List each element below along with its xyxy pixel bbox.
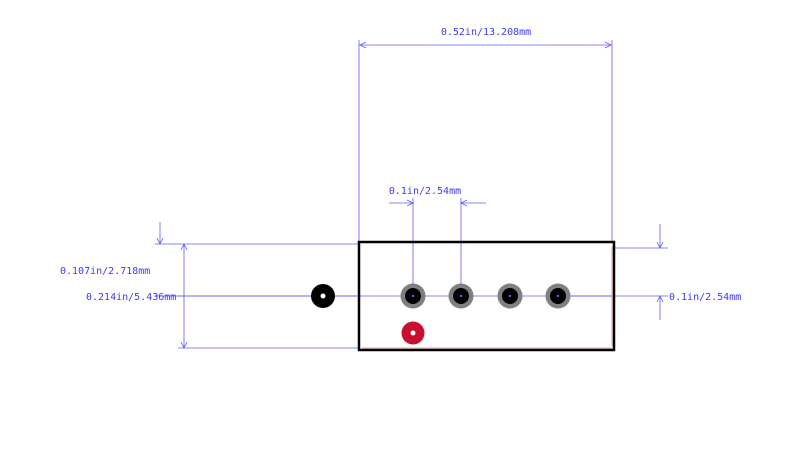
pad-3 [497, 283, 523, 309]
pad-4 [545, 283, 571, 309]
component-outline [357, 240, 616, 352]
pad-2 [448, 283, 474, 309]
pitch-label: 0.1in/2.54mm [389, 186, 461, 197]
overall-width-dimension: 0.52in/13.208mm [358, 27, 613, 242]
pad-1 [400, 283, 426, 309]
overall-height-label: 0.214in/5.436mm [86, 292, 176, 303]
half-height-label: 0.107in/2.718mm [60, 266, 150, 277]
pitch-dimension: 0.1in/2.54mm [389, 186, 486, 296]
mounting-hole [311, 284, 335, 308]
overall-width-label: 0.52in/13.208mm [441, 27, 531, 38]
height-dimension: 0.107in/2.718mm 0.214in/5.436mm [60, 222, 359, 349]
right-pitch-dimension: 0.1in/2.54mm [570, 224, 741, 320]
right-pitch-label: 0.1in/2.54mm [669, 292, 741, 303]
pin1-marker [401, 321, 425, 345]
